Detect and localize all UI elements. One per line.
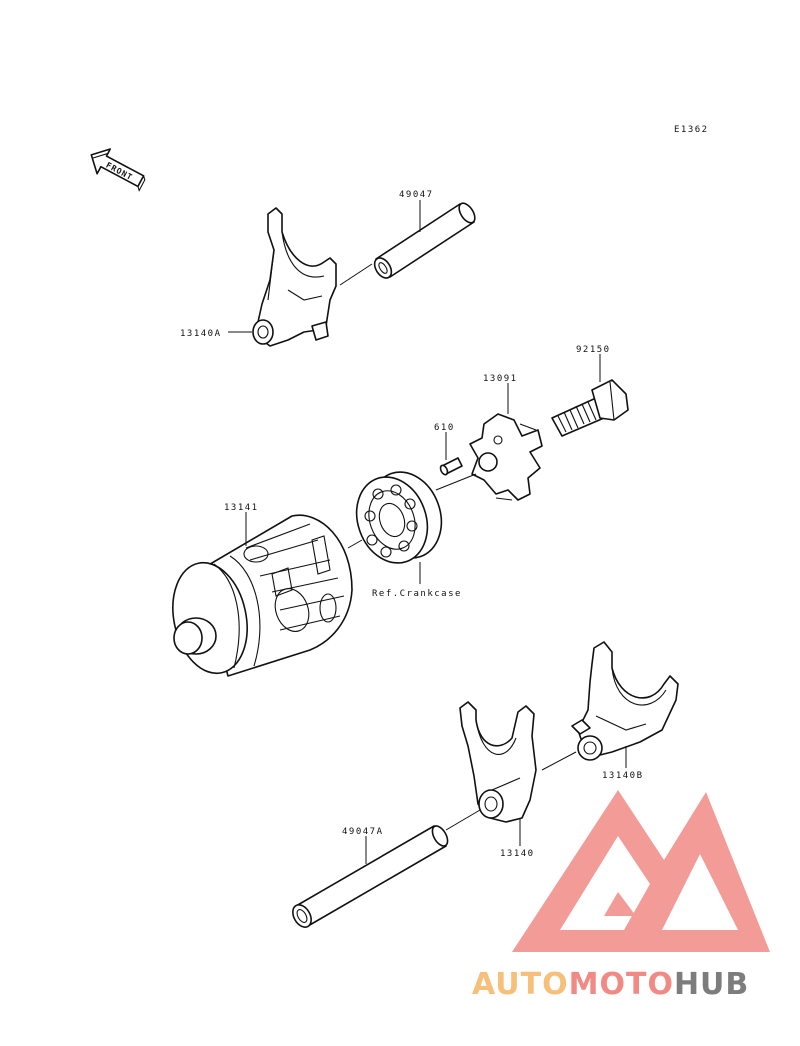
callout-13140A: 13140A (180, 329, 222, 339)
bolt (551, 379, 629, 437)
callout-92150: 92150 (576, 345, 611, 355)
callout-ref-crankcase: Ref.Crankcase (372, 589, 462, 599)
callout-610: 610 (434, 423, 455, 433)
wordmark-moto: MOTO (569, 967, 674, 1002)
callout-13140: 13140 (500, 849, 535, 859)
pin-plate (469, 413, 543, 501)
shift-drum (172, 514, 353, 677)
shift-fork-lower-right (571, 641, 679, 761)
automotohub-logo (512, 790, 770, 952)
dowel-pin (439, 457, 463, 476)
svg-text:AUTOMOTOHUB: AUTOMOTOHUB (472, 967, 749, 1002)
shift-fork-upper (252, 207, 337, 347)
front-arrow-icon: FRONT (90, 148, 146, 192)
diagram-code: E1362 (674, 125, 709, 135)
wordmark-hub: HUB (674, 967, 749, 1002)
callout-13140B: 13140B (602, 771, 644, 781)
automotohub-wordmark: AUTOMOTOHUB (472, 967, 749, 1002)
callout-13091: 13091 (483, 374, 518, 384)
callout-49047A: 49047A (342, 827, 384, 837)
shift-rod-upper (373, 202, 476, 279)
callout-13141: 13141 (224, 503, 259, 513)
bearing (355, 471, 443, 564)
shift-fork-lower-left (459, 701, 537, 823)
wordmark-auto: AUTO (472, 967, 569, 1002)
shift-rod-lower (292, 825, 449, 928)
callout-49047: 49047 (399, 190, 434, 200)
